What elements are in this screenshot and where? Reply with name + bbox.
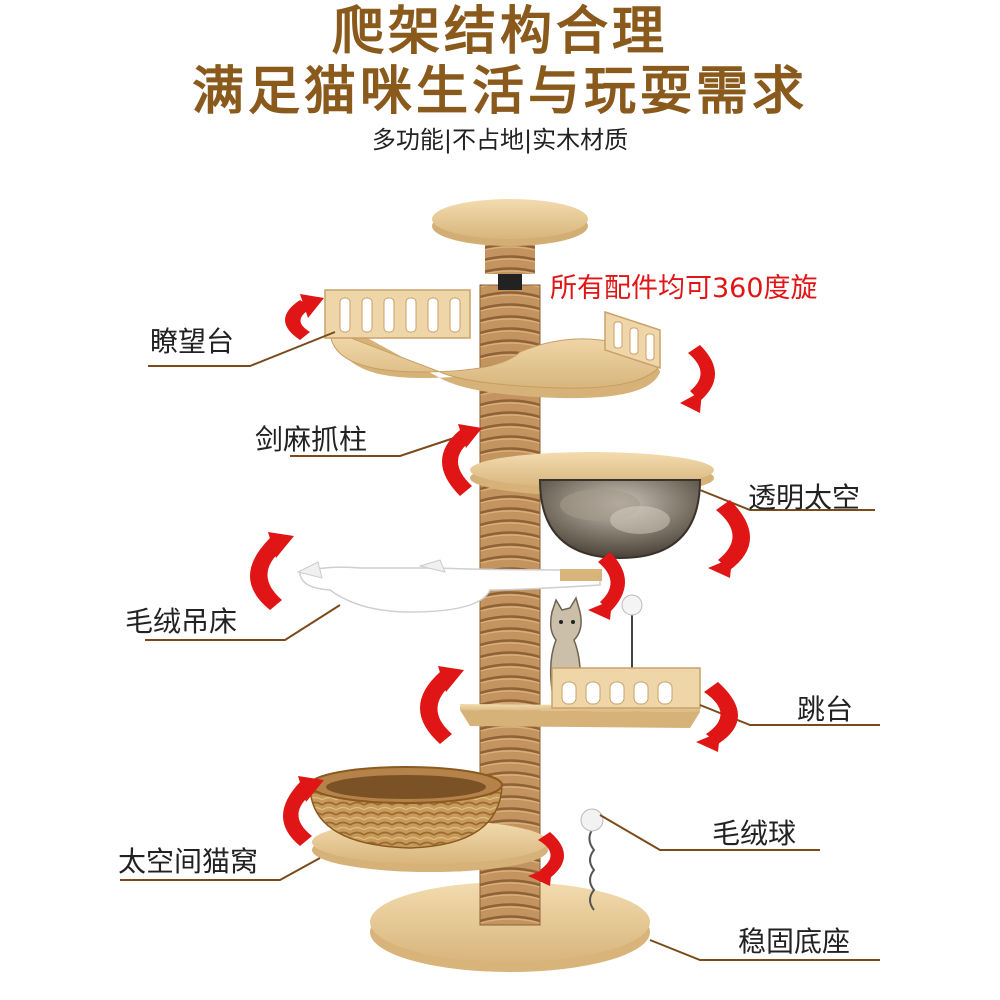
rotate-arrow-icon: [283, 776, 324, 846]
hanging-toy: [621, 594, 643, 668]
lookout-platform: [324, 289, 661, 399]
rotate-arrow-icon: [442, 424, 482, 496]
label-sisal-post: 剑麻抓柱: [255, 423, 368, 456]
label-plush-ball: 毛绒球: [712, 817, 797, 850]
basket-nest: [309, 766, 548, 872]
rotate-arrow-icon: [680, 345, 715, 413]
space-capsule: [470, 452, 714, 560]
plush-ball-toy: [580, 808, 604, 911]
rotate-arrow-icon: [420, 666, 464, 744]
leader-lines: [120, 331, 880, 961]
rotate-arrow-icon: [285, 294, 324, 340]
label-lookout: 瞭望台: [150, 325, 235, 358]
label-stable-base: 稳固底座: [738, 925, 851, 958]
rotate-note: 所有配件均可360度旋: [550, 273, 818, 304]
label-space-capsule: 透明太空: [748, 481, 861, 514]
label-space-nest: 太空间猫窝: [118, 845, 259, 878]
rotate-arrow-icon: [588, 552, 625, 620]
label-plush-hammock: 毛绒吊床: [125, 605, 238, 638]
rotation-arrows: [250, 294, 750, 886]
rotate-arrow-icon: [696, 682, 738, 752]
rotate-arrow-icon: [708, 500, 750, 578]
rotate-arrow-icon: [250, 532, 294, 610]
top-disc: [432, 199, 588, 290]
jump-platform: [460, 667, 701, 728]
subtitle: 多功能|不占地|实木材质: [371, 126, 629, 154]
headline-line-1: 爬架结构合理: [331, 2, 668, 62]
label-jump-platform: 跳台: [797, 693, 854, 726]
plush-hammock: [296, 559, 602, 613]
rotate-arrow-icon: [528, 832, 564, 886]
headline-line-2: 满足猫咪生活与玩耍需求: [191, 62, 808, 122]
